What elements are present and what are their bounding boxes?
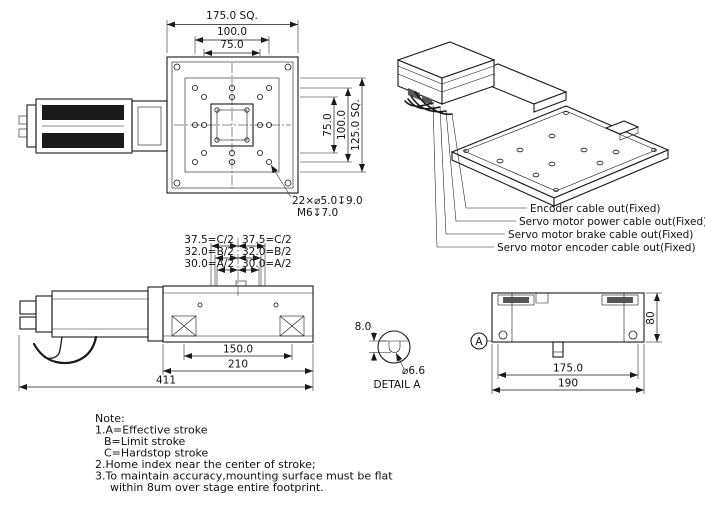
nameplate-right xyxy=(607,297,633,303)
stroke-dim-right-a: 30.0=A/2 xyxy=(242,258,292,270)
encoder-cable-label: Encoder cable out(Fixed) xyxy=(530,203,660,215)
iso-plate-holes xyxy=(463,111,657,192)
mounting-holes xyxy=(173,63,292,187)
hole-callout-line1: 22×⌀5.0↧9.0 xyxy=(292,195,363,207)
detail-a-marker: A xyxy=(470,332,492,350)
detail-title: DETAIL A xyxy=(374,379,422,391)
nameplate-left xyxy=(503,297,529,303)
note-line-3: C=Hardstop stroke xyxy=(104,447,209,460)
dim-75-top-label: 75.0 xyxy=(220,39,243,51)
iso-cables xyxy=(404,91,453,116)
detail-a-view: 8.0 ⌀6.6 DETAIL A xyxy=(355,321,426,391)
dim-150-label: 150.0 xyxy=(223,344,253,356)
side-view: 37.5=C/2 37.5=C/2 32.0=B/2 32.0=B/2 30.0… xyxy=(18,234,314,391)
brake-cable-label: Servo motor brake cable out(Fixed) xyxy=(508,229,693,241)
stroke-dim-right-c: 37.5=C/2 xyxy=(242,234,292,246)
note-line-6: within 8um over stage entire footprint. xyxy=(110,481,324,494)
end-view: A 80 175.0 190 xyxy=(470,292,662,394)
home-index-mark xyxy=(235,280,247,287)
hole-callout-line2: M6↧7.0 xyxy=(297,207,338,219)
iso-base-plate xyxy=(450,105,670,199)
dim-100-top-label: 100.0 xyxy=(217,26,247,38)
motor-encoder-cable-label: Servo motor encoder cable out(Fixed) xyxy=(497,242,696,254)
side-cables xyxy=(32,335,98,365)
stroke-dim-left-a: 30.0=A/2 xyxy=(184,258,234,270)
dim-411-label: 411 xyxy=(156,375,176,387)
iso-servo-motor xyxy=(396,41,496,105)
dim-175-sq-label: 175.0 SQ. xyxy=(206,10,258,22)
center-boss-outline xyxy=(210,103,254,147)
cable-labels: Encoder cable out(Fixed) Servo motor pow… xyxy=(432,102,705,254)
end-view-dimensions: 80 175.0 190 xyxy=(491,292,662,394)
mounting-pads xyxy=(171,315,305,337)
stroke-dim-left-c: 37.5=C/2 xyxy=(184,234,234,246)
right-dimensions: 75.0 100.0 125.0 SQ. xyxy=(300,77,366,173)
detail-dia-label: ⌀6.6 xyxy=(402,365,425,377)
note-line-4: 2.Home index near the center of stroke; xyxy=(95,458,316,471)
top-view: 175.0 SQ. 100.0 75.0 75.0 100.0 125.0 SQ… xyxy=(18,10,366,219)
end-view-outline xyxy=(491,292,645,343)
note-line-2: B=Limit stroke xyxy=(104,435,186,448)
dim-125-sq-label: 125.0 SQ. xyxy=(350,99,362,151)
power-cable-label: Servo motor power cable out(Fixed) xyxy=(519,216,705,228)
notes-title: Note: xyxy=(95,412,125,425)
top-dimensions: 175.0 SQ. 100.0 75.0 xyxy=(166,10,299,56)
dim-75-right-label: 75.0 xyxy=(322,113,334,136)
dim-100-right-label: 100.0 xyxy=(336,110,348,140)
home-index-tab xyxy=(552,341,564,358)
dim-210-label: 210 xyxy=(228,359,248,371)
dim-175-end-label: 175.0 xyxy=(553,363,583,375)
hole-callout: 22×⌀5.0↧9.0 M6↧7.0 xyxy=(270,164,363,219)
side-bottom-dimensions: 150.0 210 411 xyxy=(18,335,314,391)
stroke-dim-left-b: 32.0=B/2 xyxy=(184,246,234,258)
table-outline xyxy=(184,77,280,173)
dim-190-label: 190 xyxy=(558,378,578,390)
iso-view xyxy=(396,41,670,207)
detail-dim-8-label: 8.0 xyxy=(355,321,372,333)
note-line-5: 3.To maintain accuracy,mounting surface … xyxy=(95,470,393,483)
stroke-dimensions: 37.5=C/2 37.5=C/2 32.0=B/2 32.0=B/2 30.0… xyxy=(184,234,292,298)
detail-a-circle xyxy=(377,330,411,364)
stroke-dim-right-b: 32.0=B/2 xyxy=(242,246,292,258)
detail-marker-a-label: A xyxy=(475,336,483,348)
dim-80-label: 80 xyxy=(645,311,657,324)
note-line-1: 1.A=Effective stroke xyxy=(95,424,208,437)
servo-motor-plan xyxy=(18,98,168,154)
notes-block: Note: 1.A=Effective stroke B=Limit strok… xyxy=(95,412,393,494)
servo-motor-side xyxy=(19,286,164,342)
